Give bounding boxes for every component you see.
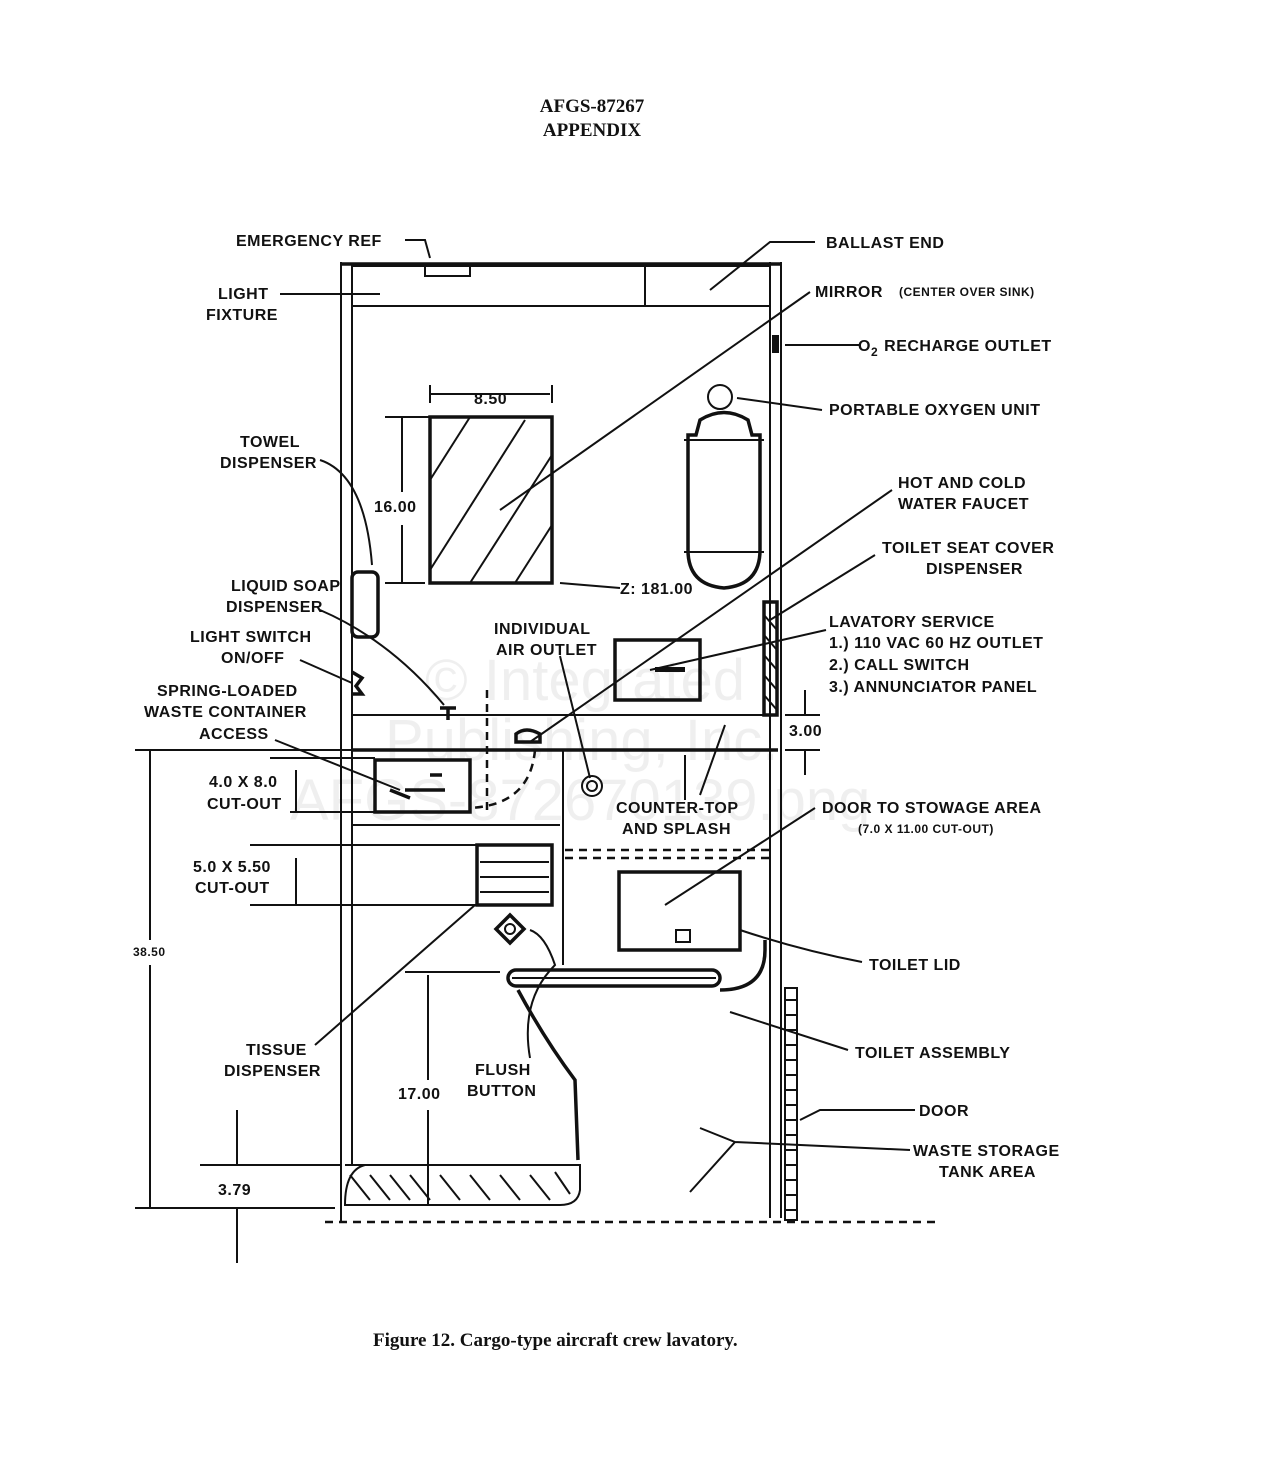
- label-flush-2: BUTTON: [467, 1083, 536, 1100]
- label-light-fixture-2: FIXTURE: [206, 307, 278, 324]
- soap-dispenser: [440, 706, 456, 720]
- label-lav-service-3: 3.) ANNUNCIATOR PANEL: [829, 679, 1037, 696]
- dim-mirror-width: 8.50: [474, 391, 507, 408]
- label-door-stowage-note: (7.0 X 11.00 CUT-OUT): [858, 822, 994, 836]
- dimension-lines: [135, 385, 820, 1263]
- towel-dispenser: [350, 570, 380, 639]
- label-lav-service-2: 2.) CALL SWITCH: [829, 657, 970, 674]
- label-air-outlet: INDIVIDUAL: [494, 621, 591, 638]
- label-spring-loaded-3: ACCESS: [199, 726, 269, 743]
- label-towel: TOWEL: [240, 434, 300, 451]
- label-lav-service: LAVATORY SERVICE: [829, 614, 995, 631]
- label-spring-loaded-2: WASTE CONTAINER: [144, 704, 307, 721]
- label-cutout-5x5: 5.0 X 5.50: [193, 859, 271, 876]
- label-ballast-end: BALLAST END: [826, 235, 944, 252]
- label-toilet-lid: TOILET LID: [869, 957, 961, 974]
- label-tissue: TISSUE: [246, 1042, 307, 1059]
- label-faucet-2: WATER FAUCET: [898, 496, 1029, 513]
- dimension-values: 8.50 16.00 Z: 181.00 3.00 38.50 17.00 3.…: [133, 391, 822, 1199]
- label-seat-cover-2: DISPENSER: [926, 561, 1023, 578]
- portable-oxygen-unit: [684, 384, 764, 590]
- label-waste-storage-2: TANK AREA: [939, 1164, 1036, 1181]
- dim-z-station: Z: 181.00: [620, 581, 693, 598]
- label-emergency-ref: EMERGENCY REF: [236, 233, 382, 250]
- label-light-fixture: LIGHT: [218, 286, 269, 303]
- toilet-seat-cover-dispenser: [762, 600, 779, 717]
- label-cutout-5x5-2: CUT-OUT: [195, 880, 270, 897]
- label-air-outlet-2: AIR OUTLET: [496, 642, 597, 659]
- dim-overall: 38.50: [133, 945, 166, 959]
- light-switch[interactable]: [351, 670, 366, 696]
- emergency-ref-light: [424, 263, 471, 277]
- watermark: © Integrated Publishing, Inc. AFGS-87267…: [290, 648, 870, 833]
- dim-base: 3.79: [218, 1182, 251, 1199]
- lavatory-service-panel: [613, 638, 702, 702]
- air-outlet: [581, 775, 603, 797]
- label-mirror-note: (CENTER OVER SINK): [899, 285, 1035, 299]
- label-light-switch-2: ON/OFF: [221, 650, 284, 667]
- leader-lines: [274, 239, 915, 1193]
- label-cutout-4x8: 4.0 X 8.0: [209, 774, 278, 791]
- label-counter-top: COUNTER-TOP: [616, 800, 739, 817]
- label-seat-cover: TOILET SEAT COVER: [882, 540, 1054, 557]
- label-towel-2: DISPENSER: [220, 455, 317, 472]
- flush-button: [493, 912, 527, 946]
- section-title: APPENDIX: [542, 120, 642, 141]
- label-portable-oxygen: PORTABLE OXYGEN UNIT: [829, 402, 1041, 419]
- figure-caption: Figure 12. Cargo-type aircraft crew lava…: [373, 1330, 738, 1351]
- label-door-stowage: DOOR TO STOWAGE AREA: [822, 800, 1042, 817]
- label-door: DOOR: [919, 1103, 969, 1120]
- o2-recharge-outlet: [772, 335, 779, 353]
- label-mirror: MIRROR: [815, 284, 883, 301]
- stowage-door: [617, 870, 742, 952]
- label-waste-storage: WASTE STORAGE: [913, 1143, 1060, 1160]
- label-counter-top-2: AND SPLASH: [622, 821, 731, 838]
- callout-labels: EMERGENCY REF LIGHT FIXTURE BALLAST END …: [144, 233, 1060, 1181]
- dim-mirror-height: 16.00: [374, 499, 417, 516]
- label-soap-2: DISPENSER: [226, 599, 323, 616]
- label-lav-service-1: 1.) 110 VAC 60 HZ OUTLET: [829, 635, 1043, 652]
- label-faucet: HOT AND COLD: [898, 475, 1026, 492]
- label-light-switch: LIGHT SWITCH: [190, 629, 312, 646]
- label-toilet-assembly: TOILET ASSEMBLY: [855, 1045, 1010, 1062]
- label-o2-recharge: RECHARGE OUTLET: [884, 338, 1052, 355]
- label-o2-sub: 2: [871, 345, 878, 359]
- tissue-dispenser: [475, 843, 554, 946]
- label-o2: O: [858, 338, 871, 355]
- toilet-lid: [506, 968, 722, 988]
- label-flush: FLUSH: [475, 1062, 531, 1079]
- door: [784, 987, 798, 1221]
- watermark-line-3: AFGS-872670139.png: [290, 768, 870, 833]
- dim-splash: 3.00: [789, 723, 822, 740]
- dim-seat: 17.00: [398, 1086, 441, 1103]
- label-cutout-4x8-2: CUT-OUT: [207, 796, 282, 813]
- watermark-line-1: © Integrated: [425, 648, 745, 713]
- label-tissue-2: DISPENSER: [224, 1063, 321, 1080]
- document-id: AFGS-87267: [539, 96, 645, 117]
- label-soap: LIQUID SOAP: [231, 578, 341, 595]
- mirror: [428, 415, 554, 585]
- label-spring-loaded: SPRING-LOADED: [157, 683, 298, 700]
- light-fixture: [351, 265, 771, 307]
- waste-container-access: [352, 750, 603, 965]
- toilet-assembly: [325, 940, 935, 1224]
